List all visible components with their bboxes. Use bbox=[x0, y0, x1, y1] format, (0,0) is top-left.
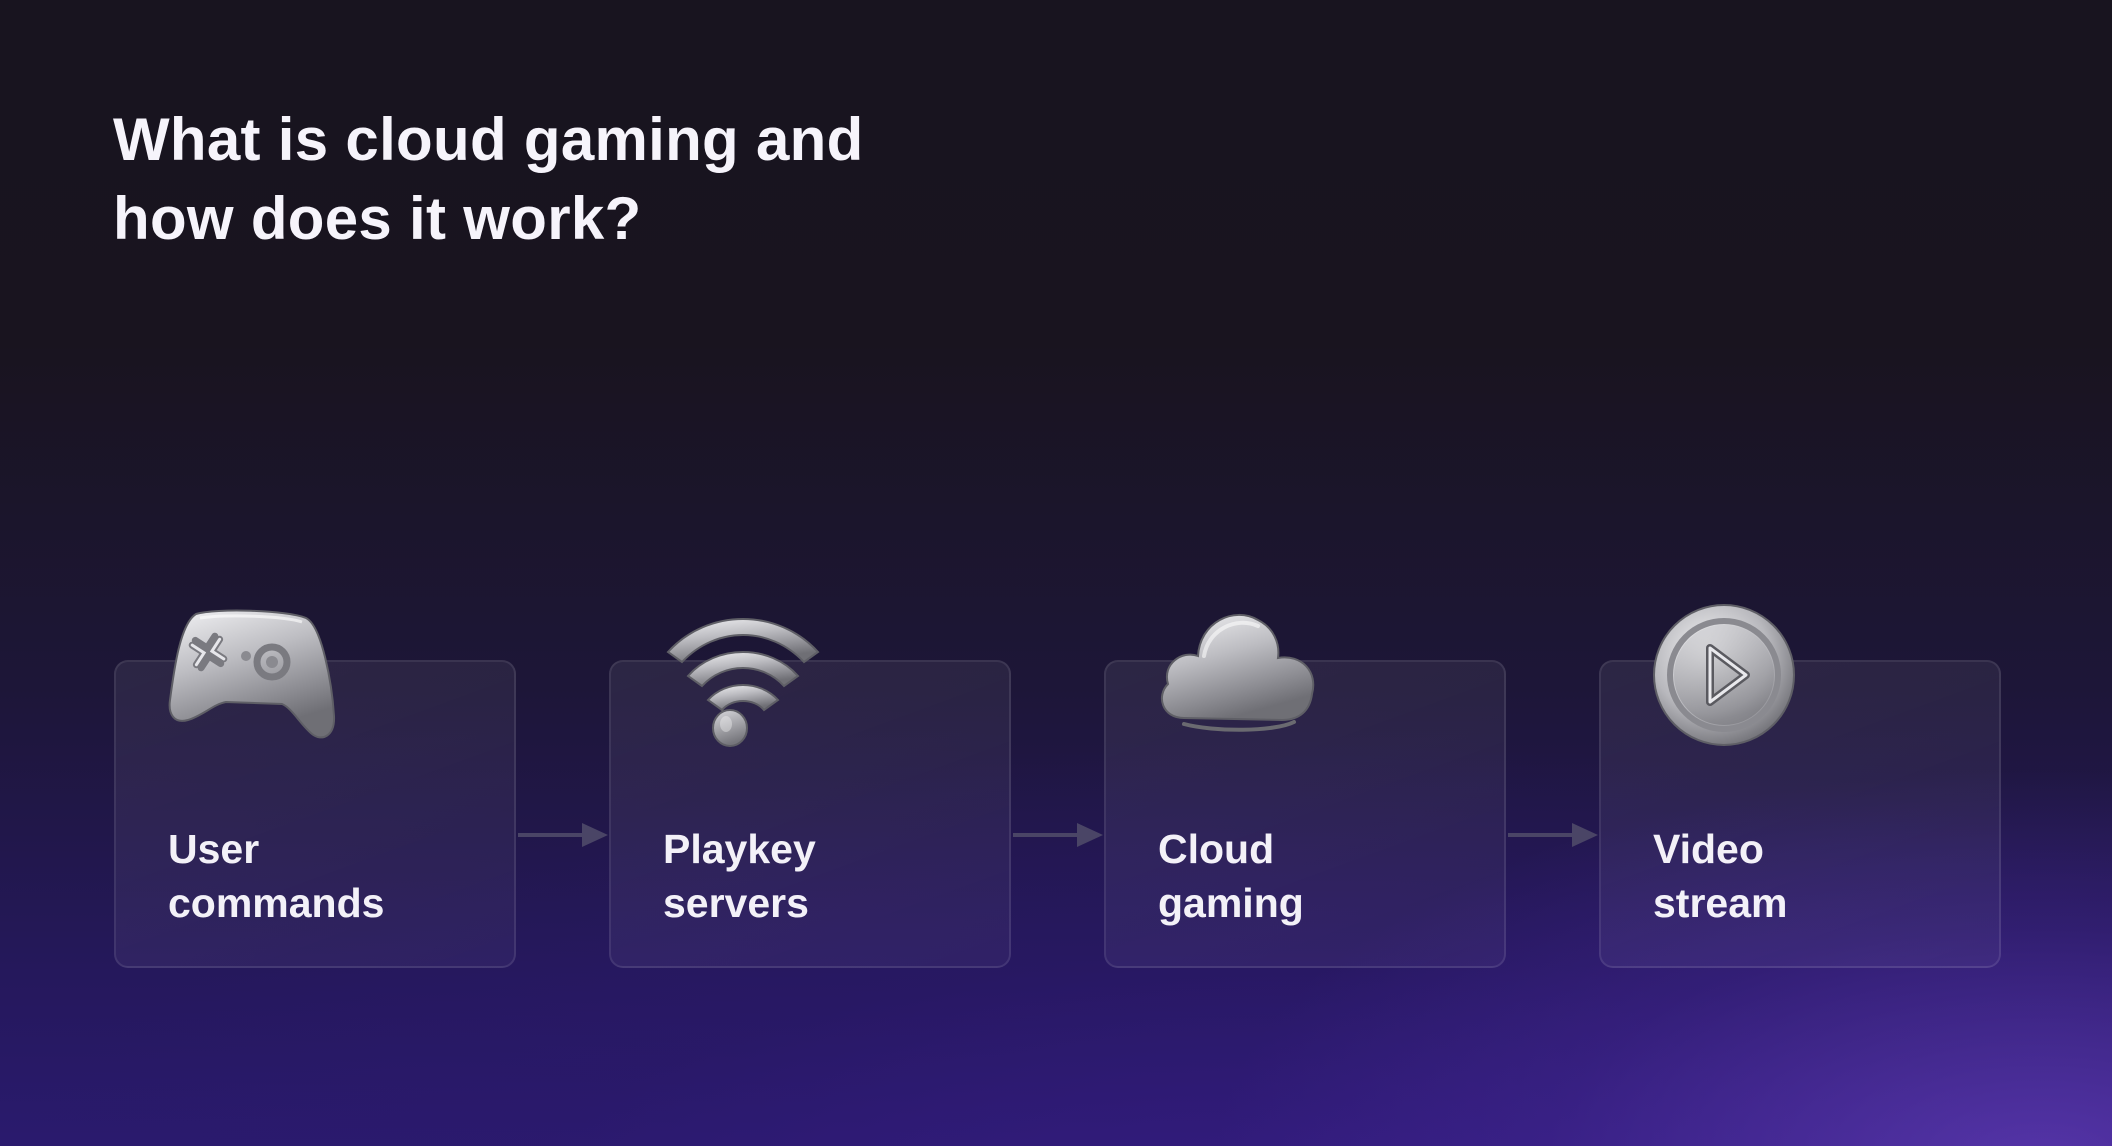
step-label: Playkey servers bbox=[663, 822, 983, 930]
arrow-icon bbox=[1508, 823, 1598, 847]
step-label-line-2: commands bbox=[168, 880, 385, 926]
step-label: Video stream bbox=[1653, 822, 1973, 930]
step-card-video-stream: Video stream bbox=[1599, 660, 2001, 968]
page-title: What is cloud gaming and how does it wor… bbox=[113, 100, 1113, 258]
step-label-line-2: servers bbox=[663, 880, 809, 926]
step-label-line-1: Cloud bbox=[1158, 826, 1275, 872]
step-label-line-1: Playkey bbox=[663, 826, 816, 872]
step-label-line-1: User bbox=[168, 826, 260, 872]
step-label-line-2: stream bbox=[1653, 880, 1788, 926]
step-label: Cloud gaming bbox=[1158, 822, 1478, 930]
step-label-line-1: Video bbox=[1653, 826, 1764, 872]
arrow-icon bbox=[1013, 823, 1103, 847]
arrow-icon bbox=[518, 823, 608, 847]
title-line-1: What is cloud gaming and bbox=[113, 106, 864, 173]
step-label-line-2: gaming bbox=[1158, 880, 1304, 926]
title-line-2: how does it work? bbox=[113, 185, 642, 252]
step-card-playkey-servers: Playkey servers bbox=[609, 660, 1011, 968]
cloud-icon bbox=[1160, 614, 1315, 732]
wifi-icon bbox=[666, 618, 820, 747]
play-icon bbox=[1653, 604, 1795, 746]
step-label: User commands bbox=[168, 822, 488, 930]
gamepad-icon bbox=[168, 609, 336, 739]
